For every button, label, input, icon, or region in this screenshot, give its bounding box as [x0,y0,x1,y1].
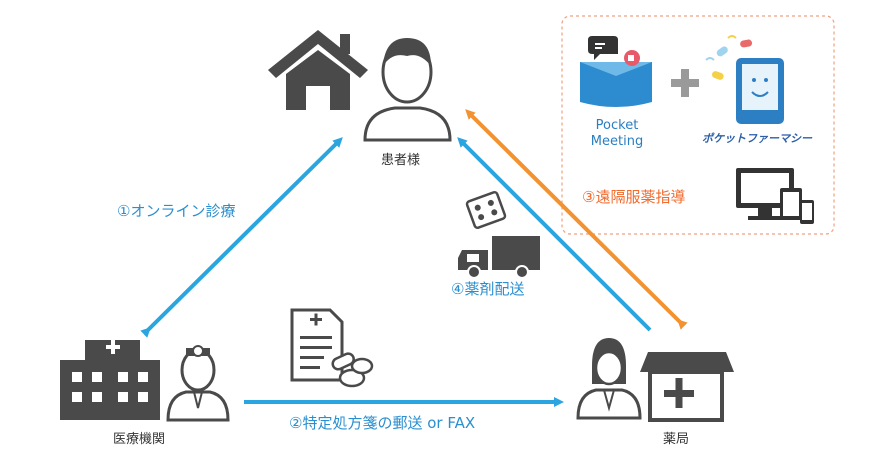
remote-guidance-label: ③遠隔服薬指導 [582,188,686,206]
online-consult-label: ①オンライン診療 [117,202,236,220]
arrow-delivery [457,137,652,332]
pharmacy-label: 薬局 [663,432,690,447]
pills-icon [331,352,374,388]
arrow-online-consult [140,137,343,338]
pocket-pharmacy-name: ポケットファーマシー [702,132,812,145]
pocket-meeting-logo [580,36,652,107]
prescription-label: ②特定処方箋の郵送 or FAX [289,414,476,432]
pocket-meeting-name: Pocket Meeting [585,118,649,150]
hospital-building-icon [60,340,160,420]
devices-icon [736,168,814,224]
arrow-remote-guidance [465,109,688,330]
plus-sign-icon [671,69,699,97]
pocket-meeting-line1: Pocket [595,118,639,133]
house-icon [268,30,368,110]
delivery-truck-icon [458,236,540,279]
pocket-pharmacy-character-icon [705,35,784,124]
patient-label: 患者様 [381,153,421,168]
doctor-person-icon [166,345,230,422]
prescription-document-icon [290,308,344,382]
hospital-label: 医療機関 [113,432,166,447]
pill-pack-icon [465,190,507,230]
pharmacist-person-icon [576,338,642,420]
patient-person-icon [363,38,452,142]
delivery-label: ④薬剤配送 [451,280,525,298]
pocket-meeting-line2: Meeting [590,134,644,149]
pharmacy-store-icon [640,352,734,422]
